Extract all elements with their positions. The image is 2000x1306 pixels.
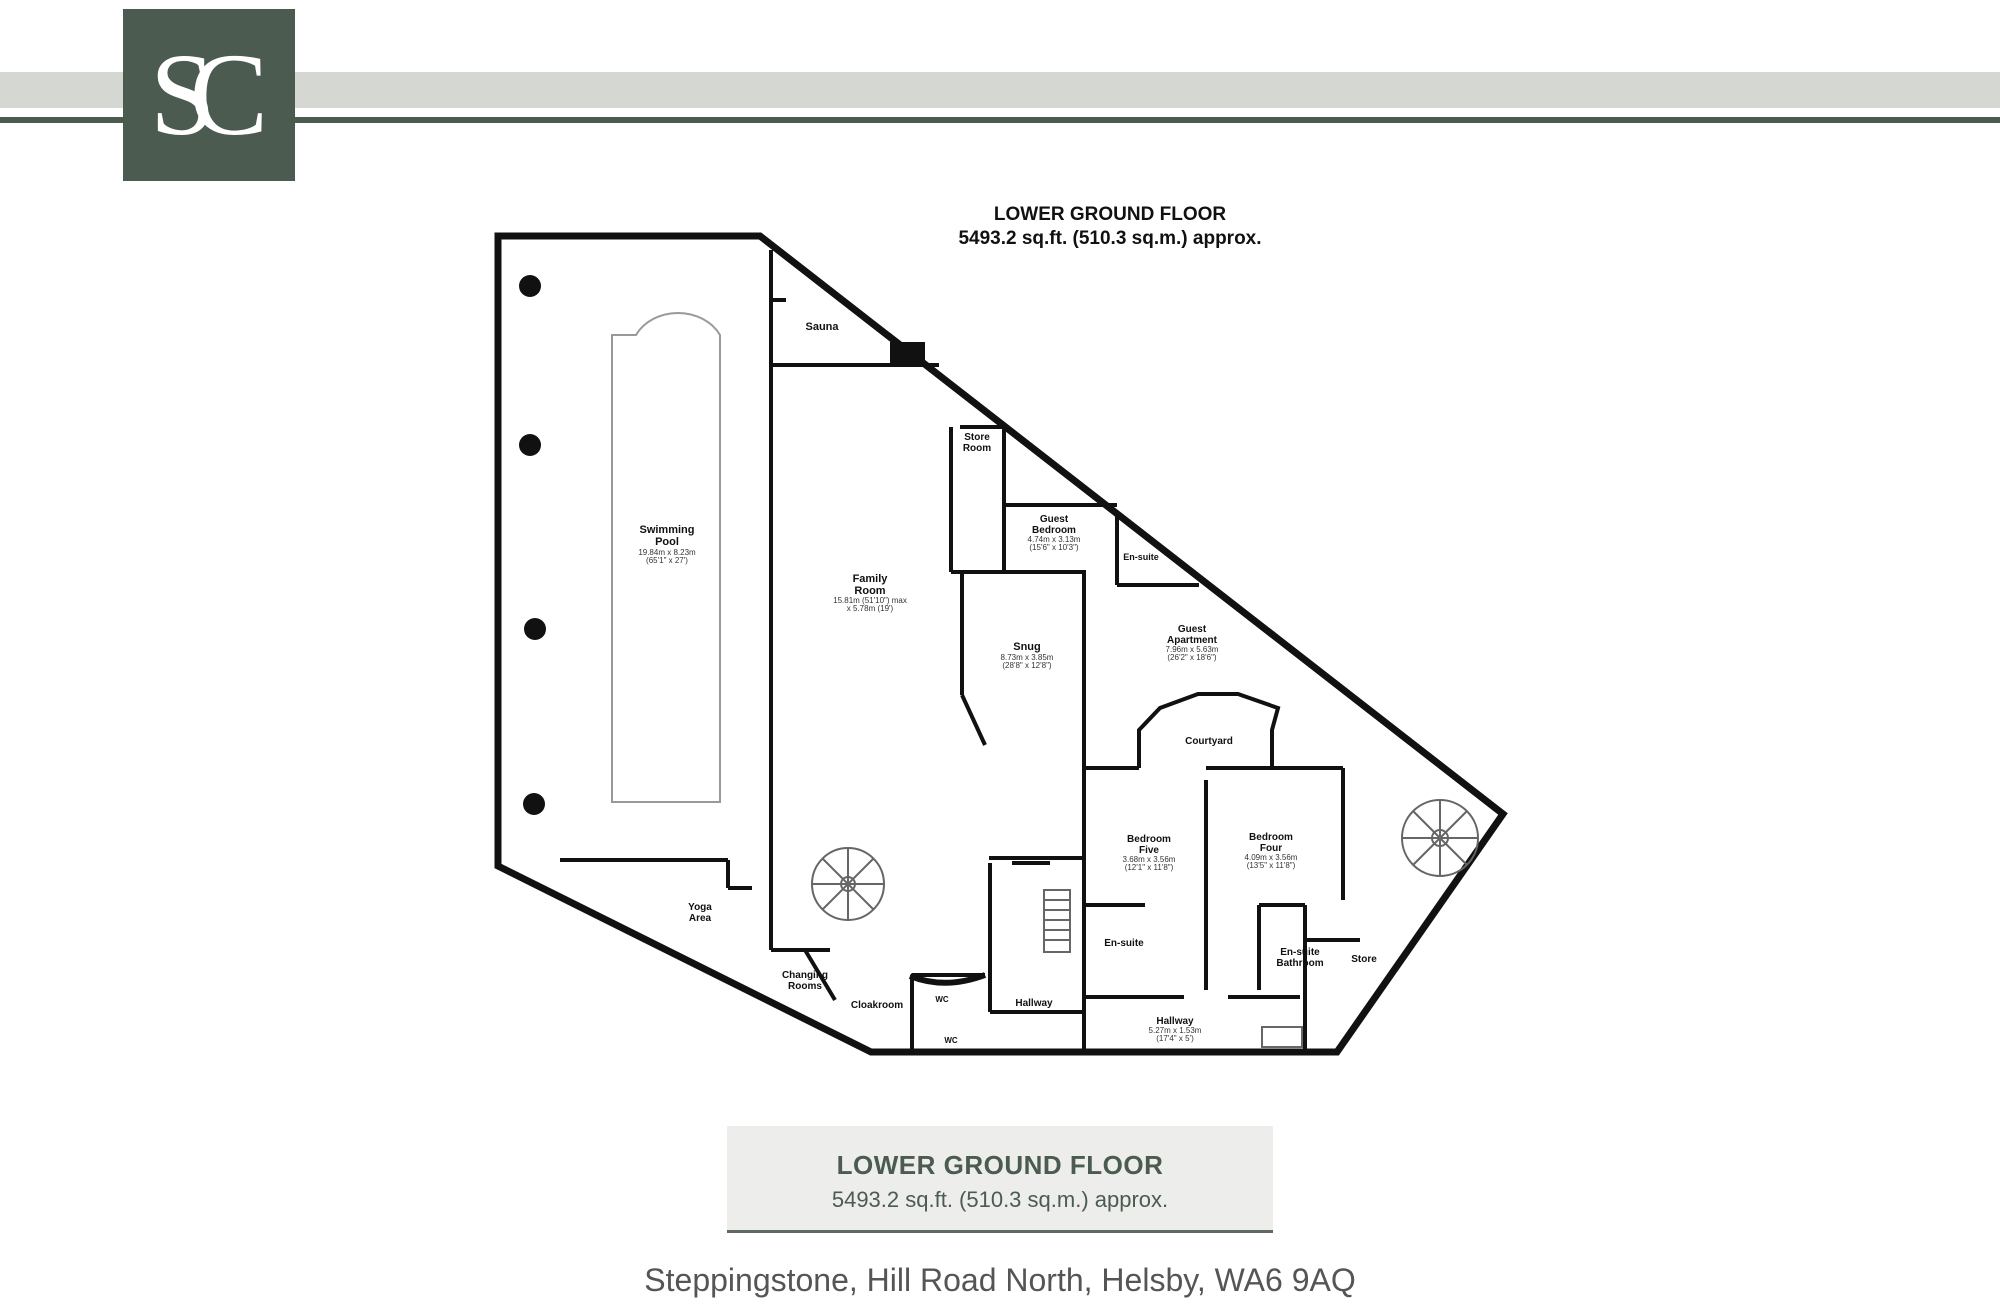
label-store-room-1: Store [964,432,990,443]
label-guest-apartment-2: Apartment [1167,635,1218,646]
dim-guest-apartment-m: 7.96m x 5.63m [1166,645,1219,654]
dim-hallway-south-ft: (17'4" x 5') [1156,1034,1194,1043]
label-bedroom-four-1: Bedroom [1249,832,1293,843]
summary-area: 5493.2 sq.ft. (510.3 sq.m.) approx. [831,1187,1169,1212]
label-guest-bedroom-1: Guest [1040,514,1069,525]
dim-guest-bedroom-ft: (15'6" x 10'3") [1029,543,1079,552]
label-ensuite-guest: En-suite [1123,552,1159,562]
header-rule [0,117,2000,123]
dim-bedroom-five-m: 3.68m x 3.56m [1123,855,1176,864]
label-pool-1: Swimming [639,524,694,536]
label-guest-apartment-1: Guest [1178,624,1207,635]
label-ensuite-bathroom-2: Bathroom [1276,958,1323,969]
pool-columns [519,275,546,815]
courtyard-bay [1137,692,1281,768]
label-yoga-1: Yoga [688,902,712,913]
dim-pool-ft: (65'1" x 27') [646,556,688,565]
label-store: Store [1351,954,1377,965]
dim-hallway-south-m: 5.27m x 1.53m [1149,1026,1202,1035]
property-address: Steppingstone, Hill Road North, Helsby, … [644,1262,1356,1298]
outer-wall [494,232,1508,1056]
pool-outline [611,312,721,803]
label-yoga-2: Area [689,913,712,924]
bath-tub [1261,1026,1303,1048]
label-guest-bedroom-2: Bedroom [1032,525,1076,536]
label-changing-2: Rooms [788,981,822,992]
label-sauna: Sauna [805,321,839,333]
dim-family-m: 15.81m (51'10") max [833,596,907,605]
label-changing-1: Changing [782,970,828,981]
label-bedroom-five-1: Bedroom [1127,834,1171,845]
dim-pool-m: 19.84m x 8.23m [638,548,696,557]
label-wc-1: WC [935,995,949,1004]
dim-bedroom-four-m: 4.09m x 3.56m [1245,853,1298,862]
straight-stair [1043,889,1071,953]
label-ensuite-five: En-suite [1104,938,1144,949]
label-family-2: Room [854,585,885,597]
cloakroom-curve [908,972,987,986]
dim-snug-ft: (28'8" x 12'8") [1002,661,1052,670]
brand-logo: SC [123,9,295,181]
label-pool-2: Pool [655,536,679,548]
dim-guest-apartment-ft: (26'2" x 18'6") [1167,653,1217,662]
spiral-stair-east [1401,799,1479,877]
label-snug: Snug [1013,641,1041,653]
label-family-1: Family [853,573,889,585]
dim-guest-bedroom-m: 4.74m x 3.13m [1028,535,1081,544]
label-hallway-south: Hallway [1156,1016,1194,1027]
summary-title: LOWER GROUND FLOOR [836,1150,1164,1180]
label-store-room-2: Room [963,443,991,454]
dim-bedroom-five-ft: (12'1" x 11'8") [1125,863,1174,872]
logo-monogram: SC [149,29,268,160]
floor-summary: LOWER GROUND FLOOR 5493.2 sq.ft. (510.3 … [727,1126,1273,1233]
dim-snug-m: 8.73m x 3.85m [1001,653,1054,662]
label-wc-2: WC [944,1036,958,1045]
plan-header: LOWER GROUND FLOOR 5493.2 sq.ft. (510.3 … [850,203,1370,251]
plan-area: 5493.2 sq.ft. (510.3 sq.m.) approx. [958,228,1262,249]
dim-family-ft: x 5.78m (19') [847,604,894,613]
label-bedroom-five-2: Five [1139,845,1159,856]
label-hallway-west: Hallway [1015,998,1053,1009]
header-band [0,72,2000,108]
label-bedroom-four-2: Four [1260,843,1282,854]
label-courtyard: Courtyard [1185,736,1233,747]
spiral-stair-west [811,847,885,921]
plan-title: LOWER GROUND FLOOR [993,204,1227,225]
dim-bedroom-four-ft: (13'5" x 11'8") [1247,861,1296,870]
label-ensuite-bathroom-1: En-suite [1280,947,1320,958]
label-cloakroom: Cloakroom [851,1000,903,1011]
interior-walls [560,250,1360,1052]
sauna-corner [890,342,925,366]
